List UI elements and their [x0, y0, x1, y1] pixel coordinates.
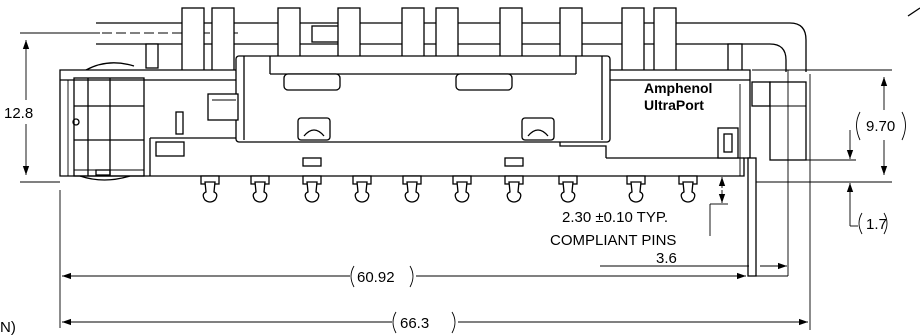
- dim-height-left-label: 12.8: [4, 105, 33, 122]
- dim-pin-length: [709, 175, 728, 236]
- dim-pin-offset: [806, 130, 888, 235]
- compliant-pins: [200, 157, 698, 203]
- dim-width-inner: [59, 190, 746, 328]
- dim-pin-note-label: COMPLIANT PINS: [550, 232, 676, 249]
- left-round-feature: [85, 62, 135, 71]
- cover-plate: [207, 55, 611, 143]
- dim-height-right: [752, 69, 906, 183]
- dim-pin-length-label: 2.30 ±0.10 TYP.: [562, 209, 668, 226]
- unit-note-fragment: N): [0, 319, 16, 336]
- dim-width-total: [62, 74, 811, 334]
- dim-offset-right: [600, 70, 789, 277]
- dim-height-left: [20, 32, 100, 183]
- dim-offset-right-label: 3.6: [656, 250, 677, 267]
- brand-name: Amphenol: [644, 80, 712, 96]
- right-block: [747, 81, 807, 277]
- dim-height-right-label: 9.70: [866, 118, 895, 135]
- dim-pin-offset-label: 1.7: [866, 216, 887, 233]
- dim-width-total-label: 66.3: [400, 315, 429, 332]
- dim-width-inner-label: 60.92: [357, 269, 395, 286]
- product-name: UltraPort: [644, 97, 704, 113]
